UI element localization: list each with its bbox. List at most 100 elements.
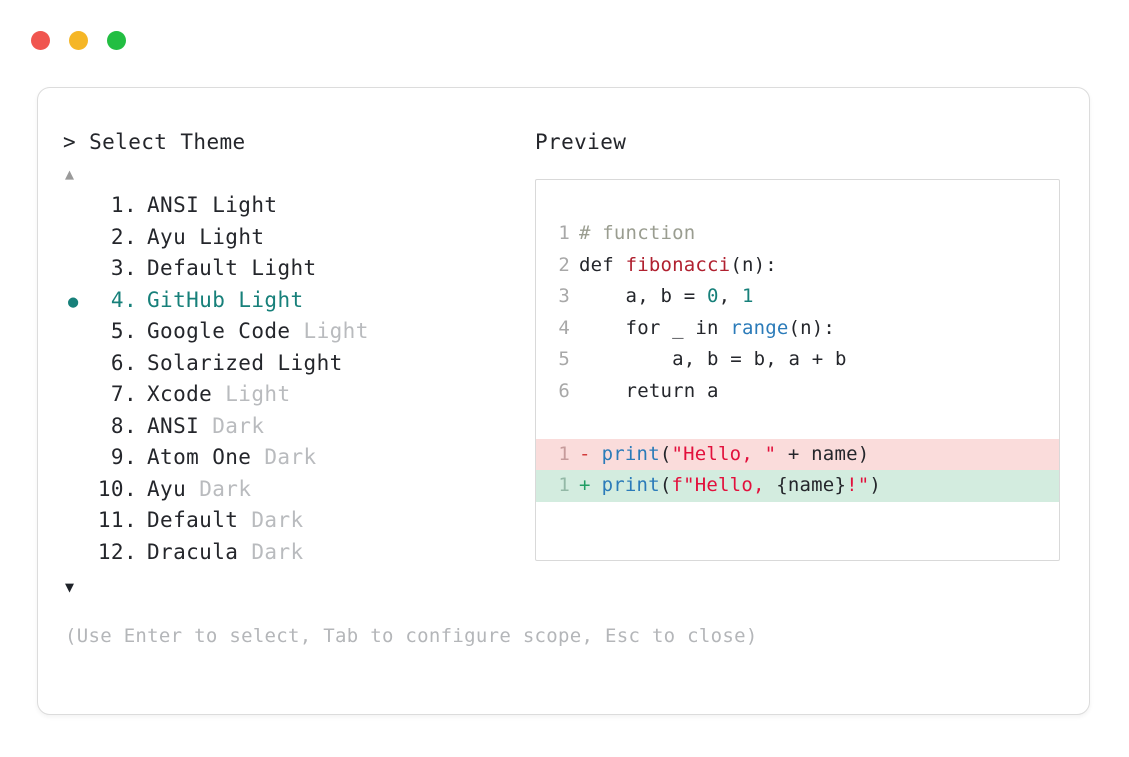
theme-item-name: Google Code Light xyxy=(147,319,369,343)
theme-item-variant: Light xyxy=(251,256,317,280)
theme-item-variant: Light xyxy=(225,382,291,406)
theme-item-number: 4. xyxy=(110,287,137,312)
theme-list-item[interactable]: 1. ANSI Light xyxy=(63,193,523,225)
theme-item-name: Solarized Light xyxy=(147,350,343,375)
theme-list-item[interactable]: 10.Ayu Dark xyxy=(63,477,523,509)
diff-marker-del: - xyxy=(579,442,591,465)
code-token-keyword: def xyxy=(579,253,626,276)
code-token-comment: # function xyxy=(579,222,696,244)
theme-list-item[interactable]: 2.Ayu Light xyxy=(63,225,523,257)
theme-item-number: 1. xyxy=(110,193,137,217)
theme-item-variant: Light xyxy=(303,319,369,343)
code-token-plain: a, b = b, a + b xyxy=(579,348,847,370)
page-title: > Select Theme xyxy=(63,130,246,154)
diff-marker-add: + xyxy=(579,474,591,496)
theme-list-item[interactable]: 6. Solarized Light xyxy=(63,351,523,383)
theme-item-number: 7. xyxy=(110,382,137,406)
theme-list-column: > Select Theme ▲ 1. ANSI Light 2.Ayu Light… xyxy=(63,130,758,648)
diff-line-del: 1- print("Hello, " + name) xyxy=(536,438,1059,471)
theme-item-variant: Dark xyxy=(212,413,265,438)
theme-item-name: Ayu Light xyxy=(147,224,265,249)
code-line: 1 # function xyxy=(536,218,1059,250)
code-line-content: a, b = b, a + b xyxy=(579,344,847,376)
theme-list-item[interactable]: 11. Default Dark xyxy=(63,508,523,540)
code-line-content: for _ in range(n): xyxy=(579,313,835,345)
code-line: 4 for _ in range(n): xyxy=(536,313,1059,345)
theme-item-variant: Light xyxy=(238,287,304,312)
theme-item-name: Dracula Dark xyxy=(147,539,304,564)
theme-item-name: Default Light xyxy=(147,256,317,280)
code-token-number: 0 xyxy=(707,285,719,307)
theme-item-number: 12. xyxy=(97,539,137,564)
minimize-icon[interactable] xyxy=(69,31,88,50)
theme-list-item[interactable]: 7. Xcode Light xyxy=(63,382,523,414)
theme-item-name: Default Dark xyxy=(147,508,304,532)
code-token-plain: (n): xyxy=(788,316,836,339)
code-token-plain: return a xyxy=(579,379,719,402)
line-number: 1 xyxy=(558,222,570,244)
theme-item-number: 5. xyxy=(110,319,137,343)
code-token-plain: ( xyxy=(659,474,672,496)
code-spacer xyxy=(536,407,1059,439)
code-token-plain: + name) xyxy=(776,442,870,465)
code-line: 3 a, b = 0, 1 xyxy=(536,281,1059,313)
diff-gap xyxy=(590,470,602,502)
diff-line-content: print("Hello, " + name) xyxy=(602,439,870,471)
theme-list-item[interactable]: 12. Dracula Dark xyxy=(63,540,523,572)
theme-list-item[interactable]: 9. Atom One Dark xyxy=(63,445,523,477)
scroll-up-icon[interactable]: ▲ xyxy=(65,165,75,183)
diff-line-add: 1+ print(f"Hello, {name}!") xyxy=(536,470,1059,502)
theme-item-name: Atom One Dark xyxy=(147,445,317,469)
code-token-plain: ( xyxy=(659,442,672,465)
code-line-content: return a xyxy=(579,376,719,408)
scroll-down-icon[interactable]: ▼ xyxy=(65,578,75,596)
code-token-string: !" xyxy=(846,474,870,496)
maximize-icon[interactable] xyxy=(107,31,126,50)
theme-selector-panel: > Select Theme ▲ 1. ANSI Light 2.Ayu Light… xyxy=(37,87,1090,715)
code-token-plain: a, b = xyxy=(579,285,708,307)
diff-gap xyxy=(590,439,602,471)
line-number: 4 xyxy=(558,316,570,339)
code-line-content: a, b = 0, 1 xyxy=(579,281,754,313)
theme-item-variant: Dark xyxy=(251,508,304,532)
code-line: 6 return a xyxy=(536,376,1059,408)
window-controls xyxy=(31,31,126,50)
line-number: 5 xyxy=(558,348,570,370)
code-token-number: 1 xyxy=(741,285,754,307)
code-line: 5 a, b = b, a + b xyxy=(536,344,1059,376)
close-icon[interactable] xyxy=(31,31,50,50)
theme-list-item[interactable]: 3. Default Light xyxy=(63,256,523,288)
theme-item-number: 3. xyxy=(110,256,137,280)
code-line-content: # function xyxy=(579,218,695,250)
theme-item-variant: Light xyxy=(212,193,278,217)
theme-item-variant: Dark xyxy=(199,476,252,501)
theme-list-item[interactable]: 8. ANSI Dark xyxy=(63,414,523,446)
preview-title: Preview xyxy=(535,130,627,154)
theme-item-number: 9. xyxy=(110,445,137,469)
theme-item-number: 11. xyxy=(97,508,137,532)
theme-item-name: ANSI Light xyxy=(147,193,278,217)
theme-item-variant: Dark xyxy=(264,445,317,469)
code-token-plain: , xyxy=(718,285,742,307)
code-token-builtin: print xyxy=(601,442,660,465)
line-number: 2 xyxy=(558,253,570,276)
theme-item-variant: Dark xyxy=(251,539,304,564)
code-token-plain: for _ in xyxy=(579,316,731,339)
theme-item-number: 10. xyxy=(97,476,137,501)
theme-item-number: 6. xyxy=(110,350,137,375)
theme-list-item[interactable]: ●4.GitHub Light xyxy=(63,288,523,320)
help-text: (Use Enter to select, Tab to configure s… xyxy=(65,625,758,647)
code-token-builtin: print xyxy=(601,474,660,496)
theme-list-item[interactable]: 5. Google Code Light xyxy=(63,319,523,351)
theme-item-name: ANSI Dark xyxy=(147,413,265,438)
diff-line-content: print(f"Hello, {name}!") xyxy=(602,470,881,502)
code-token-plain: {name} xyxy=(776,474,847,496)
theme-item-number: 8. xyxy=(110,413,137,438)
theme-item-name: Xcode Light xyxy=(147,382,291,406)
theme-item-variant: Light xyxy=(277,350,343,375)
